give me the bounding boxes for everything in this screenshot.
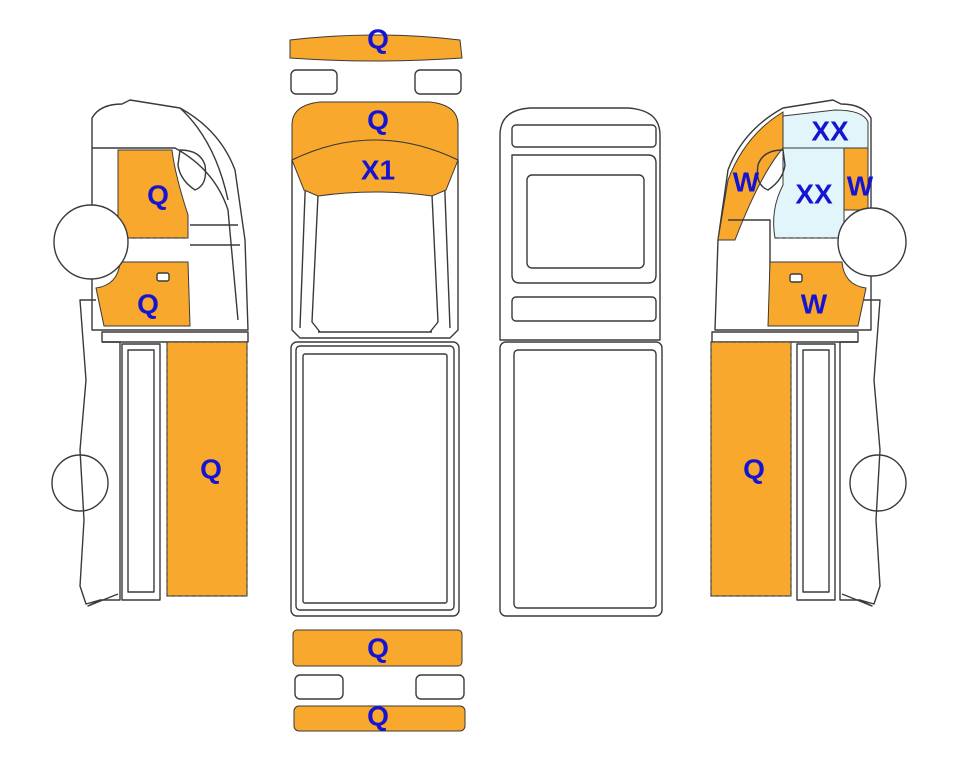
underside-front-bar [511,124,657,148]
right-tail-light [415,674,465,700]
right-frame-outline [839,299,881,605]
right-cargo-side-panel [710,341,792,597]
left-tail-light [294,674,344,700]
label-right-rocker: W [801,288,828,319]
right-cargo-rail-inner [802,349,830,593]
left-rear-wheel [51,454,109,512]
left-door-handle [156,272,170,282]
right-side-view [710,99,907,607]
cargo-box-rail [295,345,455,611]
label-rear-panel: Q [367,632,389,663]
left-cargo-dashline [166,341,248,597]
left-side-view [51,99,249,607]
cab-inner-left [299,167,307,329]
right-chassis-rail [711,331,859,343]
cab-window-left [311,194,321,333]
right-cargo-dashline [710,341,792,597]
left-front-wheel [53,204,129,280]
label-right-cargo-side: Q [743,453,765,484]
front-bumper-panel [289,34,463,62]
label-right-front-door: XX [795,178,833,209]
label-left-cargo-side: Q [200,453,222,484]
left-chassis-rail [101,331,249,343]
label-hood: Q [367,104,389,135]
cargo-box-outer [290,341,460,617]
right-cab-outline [714,99,872,331]
right-a-pillar-panel [717,111,784,241]
label-front-bumper: Q [367,23,389,54]
rear-panel [292,629,463,667]
cab-window-right [429,194,439,333]
underside-cab-outline [499,107,661,341]
right-door-handle [789,273,803,283]
left-a-pillar [179,107,229,201]
left-cargo-rail [121,343,161,601]
cab-inner-right [443,167,451,329]
right-front-wheel [837,207,907,277]
left-front-door-panel [117,149,189,239]
left-window-frame [118,147,239,321]
underside-cab-frame [511,154,657,284]
left-cargo-side-panel [166,341,248,597]
underside-engine-bay [526,174,645,269]
cab-outline [291,160,459,339]
right-roof-corner-panel [782,109,869,149]
rear-bumper-panel [293,705,466,732]
underside-mid-bar [511,296,657,322]
label-rear-bumper: Q [367,700,389,731]
damage-labels: Q Q X1 Q Q Q Q Q XX W XX W W Q [137,23,874,731]
right-cargo-rail [796,343,836,601]
left-cargo-rail-inner [127,349,155,593]
right-mirror [414,69,462,95]
label-right-roof-corner: XX [811,115,849,146]
left-mirror [290,69,338,95]
label-right-a-pillar: W [733,166,760,197]
label-left-front-door: Q [147,179,169,210]
label-left-rocker: Q [137,288,159,319]
label-right-b-pillar: W [847,170,874,201]
underside-cargo-inner [513,349,657,609]
cargo-box-inner [302,353,448,604]
right-rear-step [841,593,873,607]
right-mirror-shape [756,149,786,191]
bottom-view [499,107,663,617]
label-windshield: X1 [361,154,395,185]
top-view [289,34,466,732]
windshield-panel [291,139,459,197]
underside-cargo-outer [499,341,663,617]
left-frame-outline [79,299,121,605]
left-mirror-shape [177,149,207,191]
left-rear-step [87,593,119,607]
